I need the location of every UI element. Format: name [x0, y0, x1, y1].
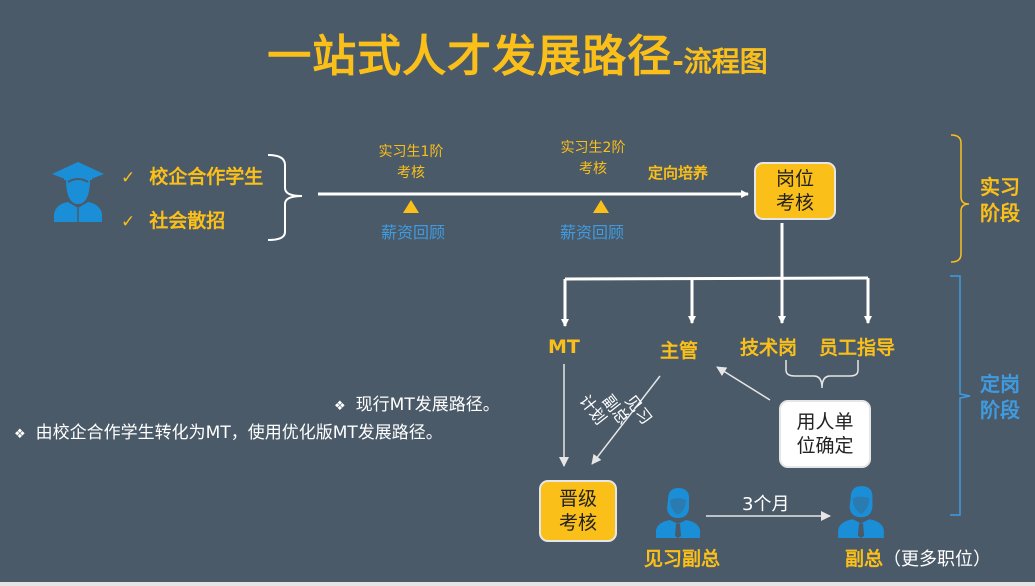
branch-line — [564, 276, 869, 281]
role-technical: 技术岗 — [740, 337, 798, 359]
salary-review-2: 薪资回顾 — [560, 223, 625, 242]
title-suffix: -流程图 — [672, 45, 768, 78]
stage1-assessment: 实习生1阶 考核 — [366, 142, 456, 184]
salary-review-1: 薪资回顾 — [381, 223, 446, 242]
trainee-vp-label: 见习副总 — [644, 548, 721, 570]
employer-confirm-box: 用人单 位确定 — [779, 400, 871, 468]
review-marker-2 — [593, 200, 609, 213]
bullet-icon: ❖ — [334, 399, 346, 414]
internship-phase-line1: 实习 — [980, 175, 1020, 199]
source-item-label: 社会散招 — [149, 210, 226, 232]
roles-brace — [785, 360, 859, 389]
note-optimized-mt-path: ❖ 由校企合作学生转化为MT，使用优化版MT发展路径。 — [14, 418, 443, 443]
orientation-training: 定向培养 — [648, 164, 709, 182]
placement-phase-line1: 定岗 — [980, 372, 1020, 396]
source-item-social-recruit: ✓ 社会散招 — [121, 206, 225, 233]
promotion-assessment-box: 晋级 考核 — [539, 480, 617, 542]
check-icon: ✓ — [121, 168, 136, 188]
stage2-line1: 实习生2阶 — [560, 140, 626, 156]
note-text: 现行MT发展路径。 — [355, 395, 500, 415]
placement-bracket — [950, 275, 971, 516]
stage1-line1: 实习生1阶 — [378, 144, 444, 160]
vp-more-positions: （更多职位） — [883, 549, 992, 570]
vp-label-group: 副总（更多职位） — [845, 544, 991, 571]
internship-bracket — [950, 134, 970, 263]
promotion-line1: 晋级 — [558, 488, 597, 510]
title-main: 一站式人才发展路径 — [267, 31, 673, 82]
bottom-edge — [0, 582, 1035, 586]
role-staff-guide: 员工指导 — [819, 337, 896, 359]
placement-phase-label: 定岗 阶段 — [980, 371, 1020, 423]
review-marker-1 — [403, 200, 419, 213]
stage2-assessment: 实习生2阶 考核 — [548, 138, 638, 180]
note-current-mt-path: ❖ 现行MT发展路径。 — [334, 390, 500, 415]
graduate-student-icon — [50, 160, 106, 222]
arrow-to-supervisor-from-employer — [716, 366, 771, 401]
duration-label: 3个月 — [742, 494, 790, 515]
employer-confirm-line1: 用人单 — [796, 411, 854, 433]
role-mt: MT — [548, 336, 580, 358]
arrow-supervisor-to-promotion — [591, 375, 661, 465]
post-assessment-line1: 岗位 — [775, 168, 814, 190]
note-text: 由校企合作学生转化为MT，使用优化版MT发展路径。 — [35, 423, 443, 443]
check-icon: ✓ — [121, 212, 136, 232]
trainee-vp-manager-icon — [654, 486, 702, 538]
page-title: 一站式人才发展路径-流程图 — [0, 20, 1035, 84]
post-assessment-box: 岗位 考核 — [754, 162, 836, 220]
placement-phase-line2: 阶段 — [980, 398, 1020, 422]
role-supervisor: 主管 — [660, 340, 699, 362]
employer-confirm-line2: 位确定 — [796, 435, 854, 457]
vp-manager-icon — [836, 484, 886, 538]
bullet-icon: ❖ — [14, 427, 26, 442]
source-bracket — [267, 154, 303, 241]
post-assessment-line2: 考核 — [775, 192, 814, 214]
stage2-line2: 考核 — [579, 161, 607, 177]
source-item-school-enterprise: ✓ 校企合作学生 — [121, 162, 263, 189]
vp-label: 副总 — [845, 548, 884, 570]
stage1-line2: 考核 — [397, 165, 425, 181]
source-item-label: 校企合作学生 — [149, 166, 264, 188]
internship-phase-label: 实习 阶段 — [980, 174, 1020, 226]
internship-phase-line2: 阶段 — [980, 201, 1020, 225]
promotion-line2: 考核 — [558, 512, 597, 534]
